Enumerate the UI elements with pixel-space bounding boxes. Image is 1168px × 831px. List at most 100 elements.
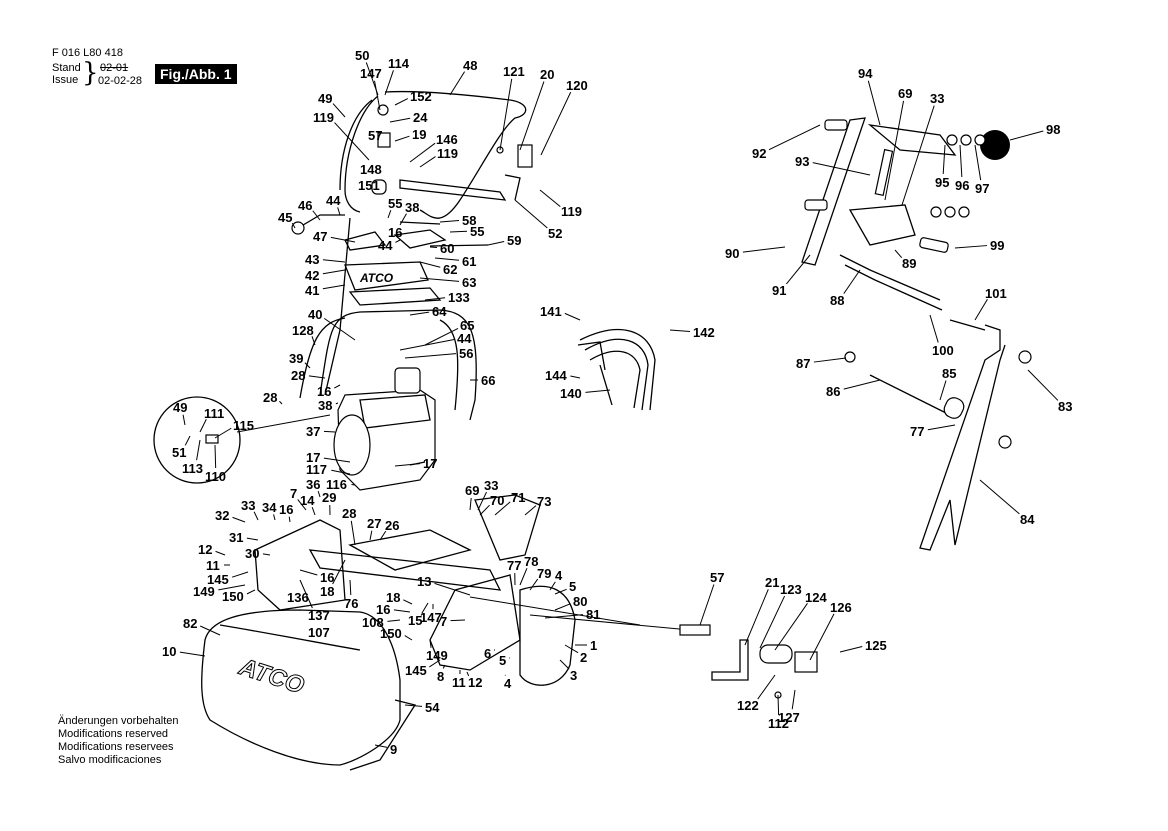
leader-line — [351, 521, 355, 545]
note-line: Salvo modificaciones — [58, 754, 178, 767]
part-callout-29: 29 — [322, 490, 336, 505]
part-callout-41: 41 — [305, 283, 319, 298]
figure-label: Fig./Abb. 1 — [155, 64, 237, 84]
part-callout-42: 42 — [305, 268, 319, 283]
part-callout-44: 44 — [378, 238, 393, 253]
leader-line — [540, 190, 560, 207]
part-callout-121: 121 — [503, 64, 525, 79]
roller-bracket-part — [802, 118, 1031, 550]
part-callout-17: 17 — [423, 456, 437, 471]
leader-line — [395, 136, 409, 141]
handle-bar-part — [340, 92, 532, 219]
part-callout-95: 95 — [935, 175, 949, 190]
part-callout-60: 60 — [440, 241, 454, 256]
part-callout-39: 39 — [289, 351, 303, 366]
leader-line — [300, 570, 317, 575]
leader-line — [350, 580, 351, 595]
leader-line — [279, 401, 282, 404]
part-callout-150: 150 — [222, 589, 244, 604]
leader-line — [405, 705, 422, 706]
leader-line — [450, 620, 465, 621]
part-callout-77: 77 — [910, 424, 924, 439]
leader-line — [758, 675, 775, 699]
part-callout-89: 89 — [902, 256, 916, 271]
leader-line — [480, 505, 490, 515]
part-callout-28: 28 — [263, 390, 277, 405]
part-callout-27: 27 — [367, 516, 381, 531]
part-callout-16: 16 — [279, 502, 293, 517]
brace-glyph: } — [82, 60, 99, 86]
knob-98 — [980, 130, 1010, 160]
leader-line — [775, 603, 807, 650]
leader-line — [400, 214, 407, 225]
part-callout-36: 36 — [306, 477, 320, 492]
leader-line — [470, 498, 471, 510]
part-callout-52: 52 — [548, 226, 562, 241]
atco-panel-part: ATCO — [345, 262, 440, 305]
leader-line — [786, 255, 810, 284]
leader-line — [541, 92, 571, 155]
grass-deflector-part — [578, 330, 655, 410]
part-callout-84: 84 — [1020, 512, 1035, 527]
part-callout-123: 123 — [780, 582, 802, 597]
part-callout-94: 94 — [858, 66, 873, 81]
leader-line — [410, 312, 429, 315]
leader-line — [233, 517, 245, 522]
part-callout-85: 85 — [942, 366, 956, 381]
engine-part — [334, 368, 435, 490]
part-callout-40: 40 — [308, 307, 322, 322]
part-callout-76: 76 — [344, 596, 358, 611]
part-callout-38: 38 — [318, 398, 332, 413]
part-callout-128: 128 — [292, 323, 314, 338]
part-callout-145: 145 — [405, 663, 427, 678]
part-callout-2: 2 — [580, 650, 587, 665]
leader-line — [769, 125, 820, 150]
part-callout-124: 124 — [805, 590, 827, 605]
leader-line — [420, 157, 435, 167]
leader-line — [745, 589, 768, 645]
part-callout-150: 150 — [380, 626, 402, 641]
part-callout-141: 141 — [540, 304, 562, 319]
leader-line — [370, 531, 372, 540]
part-callout-117: 117 — [306, 462, 327, 477]
part-callout-151: 151 — [358, 178, 380, 193]
part-callout-43: 43 — [305, 252, 319, 267]
part-callout-20: 20 — [540, 67, 554, 82]
part-callout-110: 110 — [205, 469, 226, 484]
part-callout-113: 113 — [182, 461, 203, 476]
part-callout-98: 98 — [1046, 122, 1060, 137]
stand-label: Stand — [52, 62, 81, 74]
part-callout-10: 10 — [162, 644, 176, 659]
note-line: Änderungen vorbehalten — [58, 715, 178, 728]
part-callout-96: 96 — [955, 178, 969, 193]
part-callout-4: 4 — [504, 676, 512, 691]
part-callout-48: 48 — [463, 58, 477, 73]
part-callout-13: 13 — [417, 574, 431, 589]
part-callout-86: 86 — [826, 384, 840, 399]
part-callout-18: 18 — [320, 584, 334, 599]
part-callout-1: 1 — [590, 638, 597, 653]
leader-line — [351, 484, 355, 485]
part-callout-24: 24 — [413, 110, 428, 125]
leader-line — [565, 313, 580, 320]
part-callout-28: 28 — [291, 368, 305, 383]
part-callout-16: 16 — [320, 570, 334, 585]
part-callout-88: 88 — [830, 293, 844, 308]
leader-line — [980, 480, 1019, 514]
part-callout-38: 38 — [405, 200, 419, 215]
leader-line — [895, 250, 902, 258]
leader-line — [318, 491, 320, 497]
leader-line — [425, 328, 458, 345]
leader-line — [247, 538, 258, 540]
note-line: Modifications reserved — [58, 728, 178, 741]
leader-line — [289, 517, 290, 522]
issue-label: Issue — [52, 74, 78, 86]
leader-line — [425, 298, 445, 300]
part-callout-91: 91 — [772, 283, 786, 298]
part-callout-126: 126 — [830, 600, 852, 615]
part-callout-97: 97 — [975, 181, 989, 196]
note-line: Modifications reservees — [58, 741, 178, 754]
part-callout-9: 9 — [390, 742, 397, 757]
leader-line — [200, 626, 220, 635]
leader-line — [813, 163, 870, 175]
